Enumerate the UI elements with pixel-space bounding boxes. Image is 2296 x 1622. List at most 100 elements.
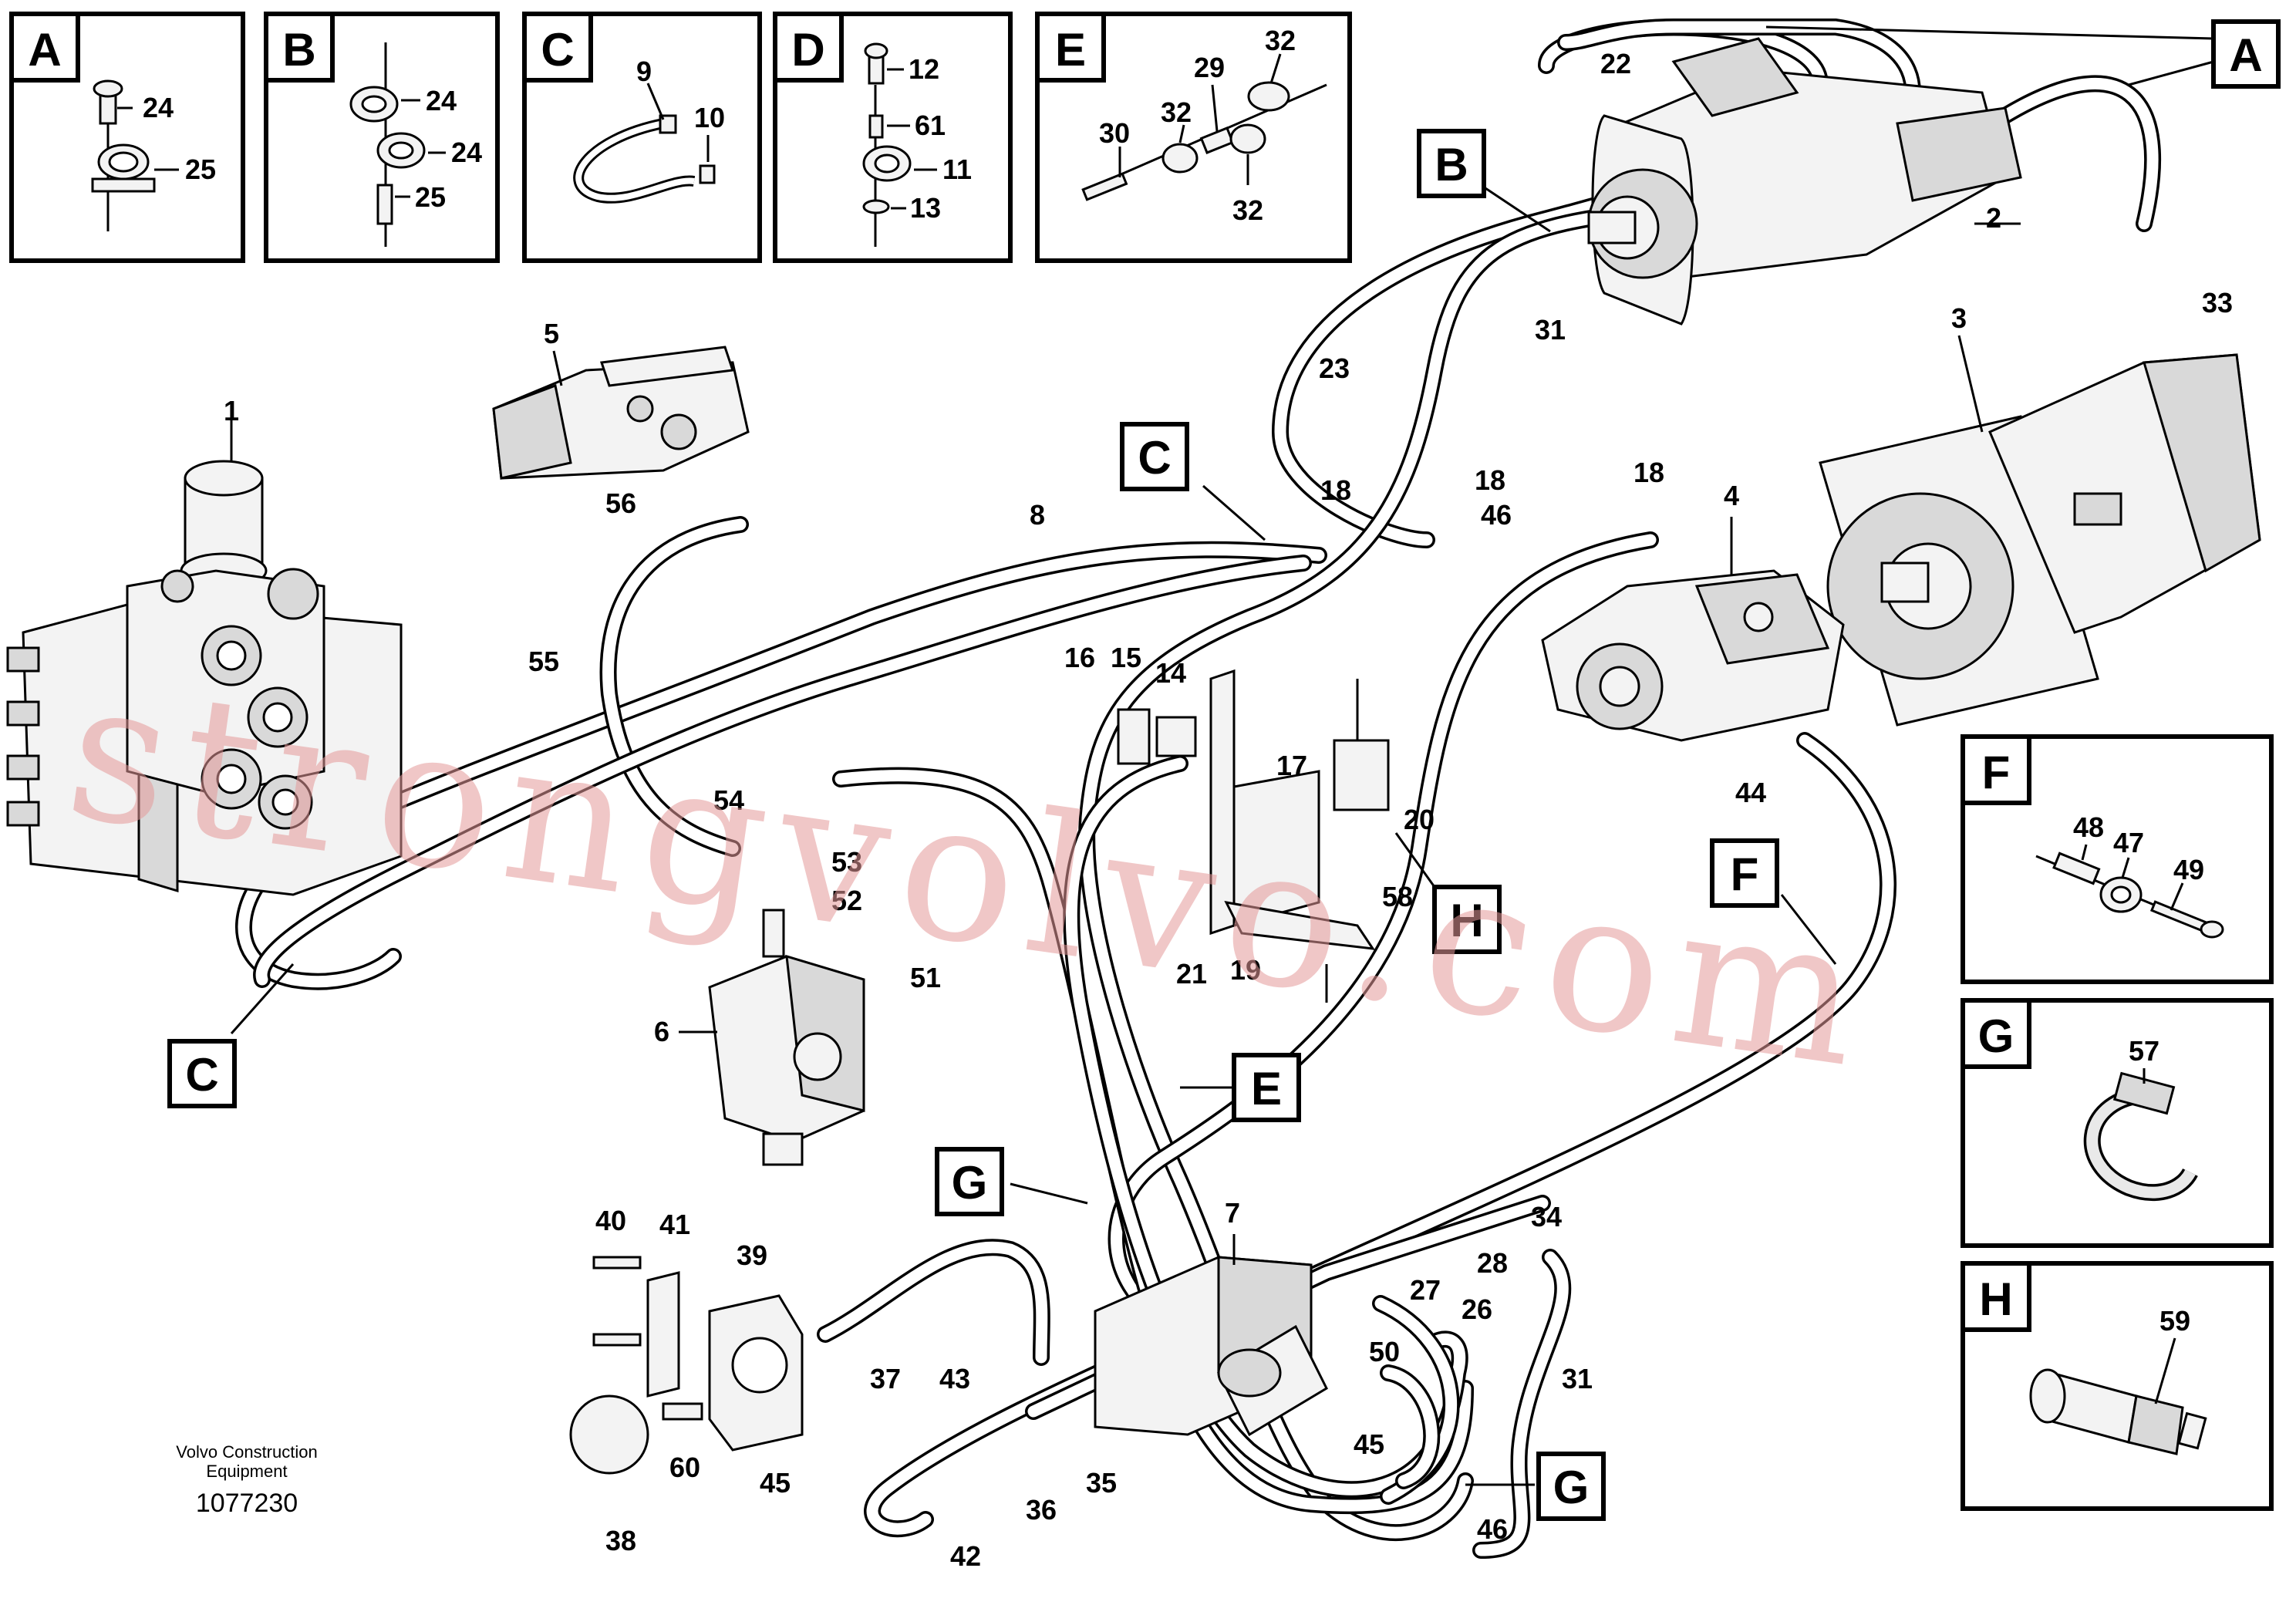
callout-27: 27 bbox=[1410, 1274, 1441, 1306]
callout-56: 56 bbox=[605, 487, 636, 519]
motor-3 bbox=[1819, 335, 2261, 727]
detail-a-label-24: 24 bbox=[143, 92, 174, 123]
detail-e-label-32-left: 32 bbox=[1161, 96, 1192, 128]
callout-3: 3 bbox=[1951, 302, 1967, 334]
view-marker-c-bottom: C bbox=[185, 1049, 218, 1101]
view-marker-f: F bbox=[1731, 848, 1759, 900]
hoses bbox=[235, 19, 2162, 1559]
detail-e-label-30: 30 bbox=[1099, 117, 1130, 149]
callout-36: 36 bbox=[1026, 1494, 1057, 1526]
callout-18a: 18 bbox=[1320, 474, 1351, 506]
callout-2: 2 bbox=[1986, 202, 2001, 234]
block-7 bbox=[1094, 1234, 1328, 1437]
callouts: 1 2 3 4 5 6 7 8 14 15 16 17 18 18 18 19 … bbox=[224, 48, 2233, 1572]
detail-box-b: B 24 24 25 bbox=[264, 12, 500, 263]
detail-c-letter: C bbox=[541, 24, 574, 76]
callout-34: 34 bbox=[1531, 1201, 1562, 1233]
valve-6 bbox=[679, 909, 865, 1166]
detail-e-letter: E bbox=[1055, 24, 1086, 76]
view-markers: A B C C E F G G H bbox=[167, 19, 2281, 1521]
callout-53: 53 bbox=[831, 846, 862, 878]
callout-20: 20 bbox=[1404, 804, 1435, 835]
callout-35: 35 bbox=[1086, 1467, 1117, 1499]
control-valve-1 bbox=[6, 420, 403, 896]
detail-g-label-57: 57 bbox=[2129, 1035, 2159, 1067]
footer-drawing-number: 1077230 bbox=[196, 1489, 298, 1518]
callout-45-right: 45 bbox=[1354, 1428, 1384, 1460]
callout-46-top: 46 bbox=[1481, 499, 1512, 531]
detail-d-label-13: 13 bbox=[910, 192, 941, 224]
detail-f-label-48: 48 bbox=[2073, 811, 2104, 843]
detail-box-d: D 12 61 11 13 bbox=[773, 12, 1013, 263]
detail-d-letter: D bbox=[791, 24, 824, 76]
callout-21: 21 bbox=[1176, 958, 1207, 990]
footer-company-line1: Volvo Construction bbox=[176, 1442, 317, 1462]
callout-54: 54 bbox=[713, 784, 744, 816]
callout-46-bottom: 46 bbox=[1477, 1513, 1508, 1545]
callout-8: 8 bbox=[1030, 499, 1045, 531]
block-39-parts bbox=[569, 1256, 804, 1475]
callout-17: 17 bbox=[1276, 750, 1307, 781]
detail-b-label-24-top: 24 bbox=[426, 85, 457, 116]
callout-31-bottom: 31 bbox=[1562, 1363, 1593, 1394]
detail-b-label-25: 25 bbox=[415, 181, 446, 213]
detail-h-label-59: 59 bbox=[2159, 1305, 2190, 1337]
detail-box-a: A 24 25 bbox=[9, 12, 245, 263]
callout-23: 23 bbox=[1319, 352, 1350, 384]
view-marker-h: H bbox=[1450, 895, 1483, 946]
view-marker-g-right: G bbox=[1553, 1462, 1590, 1513]
callout-41: 41 bbox=[659, 1209, 690, 1240]
callout-18c: 18 bbox=[1633, 457, 1664, 488]
detail-box-g: G 57 bbox=[1961, 998, 2274, 1248]
callout-37: 37 bbox=[870, 1363, 901, 1394]
bracket-assembly bbox=[1117, 669, 1390, 1003]
callout-6: 6 bbox=[654, 1016, 669, 1047]
detail-d-label-61: 61 bbox=[915, 110, 946, 141]
detail-g-letter: G bbox=[1978, 1010, 2014, 1062]
callout-7: 7 bbox=[1225, 1197, 1240, 1229]
callout-60: 60 bbox=[669, 1452, 700, 1483]
callout-52: 52 bbox=[831, 885, 862, 916]
callout-50: 50 bbox=[1369, 1336, 1400, 1367]
detail-box-e: E 30 32 29 32 32 bbox=[1035, 12, 1352, 263]
callout-22: 22 bbox=[1600, 48, 1631, 79]
callout-14: 14 bbox=[1155, 657, 1186, 689]
callout-40: 40 bbox=[595, 1205, 626, 1236]
detail-b-letter: B bbox=[282, 24, 315, 76]
callout-44: 44 bbox=[1735, 777, 1766, 808]
callout-16: 16 bbox=[1064, 642, 1095, 673]
detail-a-letter: A bbox=[28, 24, 61, 76]
callout-39: 39 bbox=[737, 1239, 767, 1271]
callout-15: 15 bbox=[1111, 642, 1141, 673]
callout-42: 42 bbox=[950, 1540, 981, 1572]
view-marker-g-left: G bbox=[952, 1157, 988, 1209]
callout-19: 19 bbox=[1230, 954, 1261, 986]
detail-box-f: F 48 47 49 bbox=[1961, 734, 2274, 984]
callout-26: 26 bbox=[1462, 1293, 1492, 1325]
pump-2 bbox=[1587, 37, 2022, 325]
detail-d-label-11: 11 bbox=[942, 153, 972, 185]
pump-4 bbox=[1541, 517, 1845, 742]
detail-e-label-29: 29 bbox=[1194, 52, 1225, 83]
detail-f-label-49: 49 bbox=[2173, 854, 2204, 885]
callout-28: 28 bbox=[1477, 1247, 1508, 1279]
callout-33: 33 bbox=[2202, 287, 2233, 319]
callout-58: 58 bbox=[1382, 881, 1413, 912]
view-marker-b: B bbox=[1435, 139, 1468, 191]
detail-e-label-32-bottom: 32 bbox=[1232, 194, 1263, 226]
detail-a-label-25: 25 bbox=[185, 153, 216, 185]
view-marker-e: E bbox=[1251, 1063, 1282, 1114]
callout-38: 38 bbox=[605, 1525, 636, 1556]
valve-5 bbox=[492, 346, 750, 480]
detail-box-h: H 59 bbox=[1961, 1261, 2274, 1511]
footer: Volvo Construction Equipment 1077230 bbox=[176, 1442, 317, 1518]
view-marker-c-top: C bbox=[1138, 432, 1171, 484]
callout-45-left: 45 bbox=[760, 1467, 791, 1499]
detail-box-c: C 9 10 bbox=[522, 12, 762, 263]
callout-55: 55 bbox=[528, 646, 559, 677]
callout-18b: 18 bbox=[1475, 464, 1505, 496]
footer-company-line2: Equipment bbox=[206, 1462, 287, 1481]
detail-f-label-47: 47 bbox=[2113, 827, 2144, 858]
